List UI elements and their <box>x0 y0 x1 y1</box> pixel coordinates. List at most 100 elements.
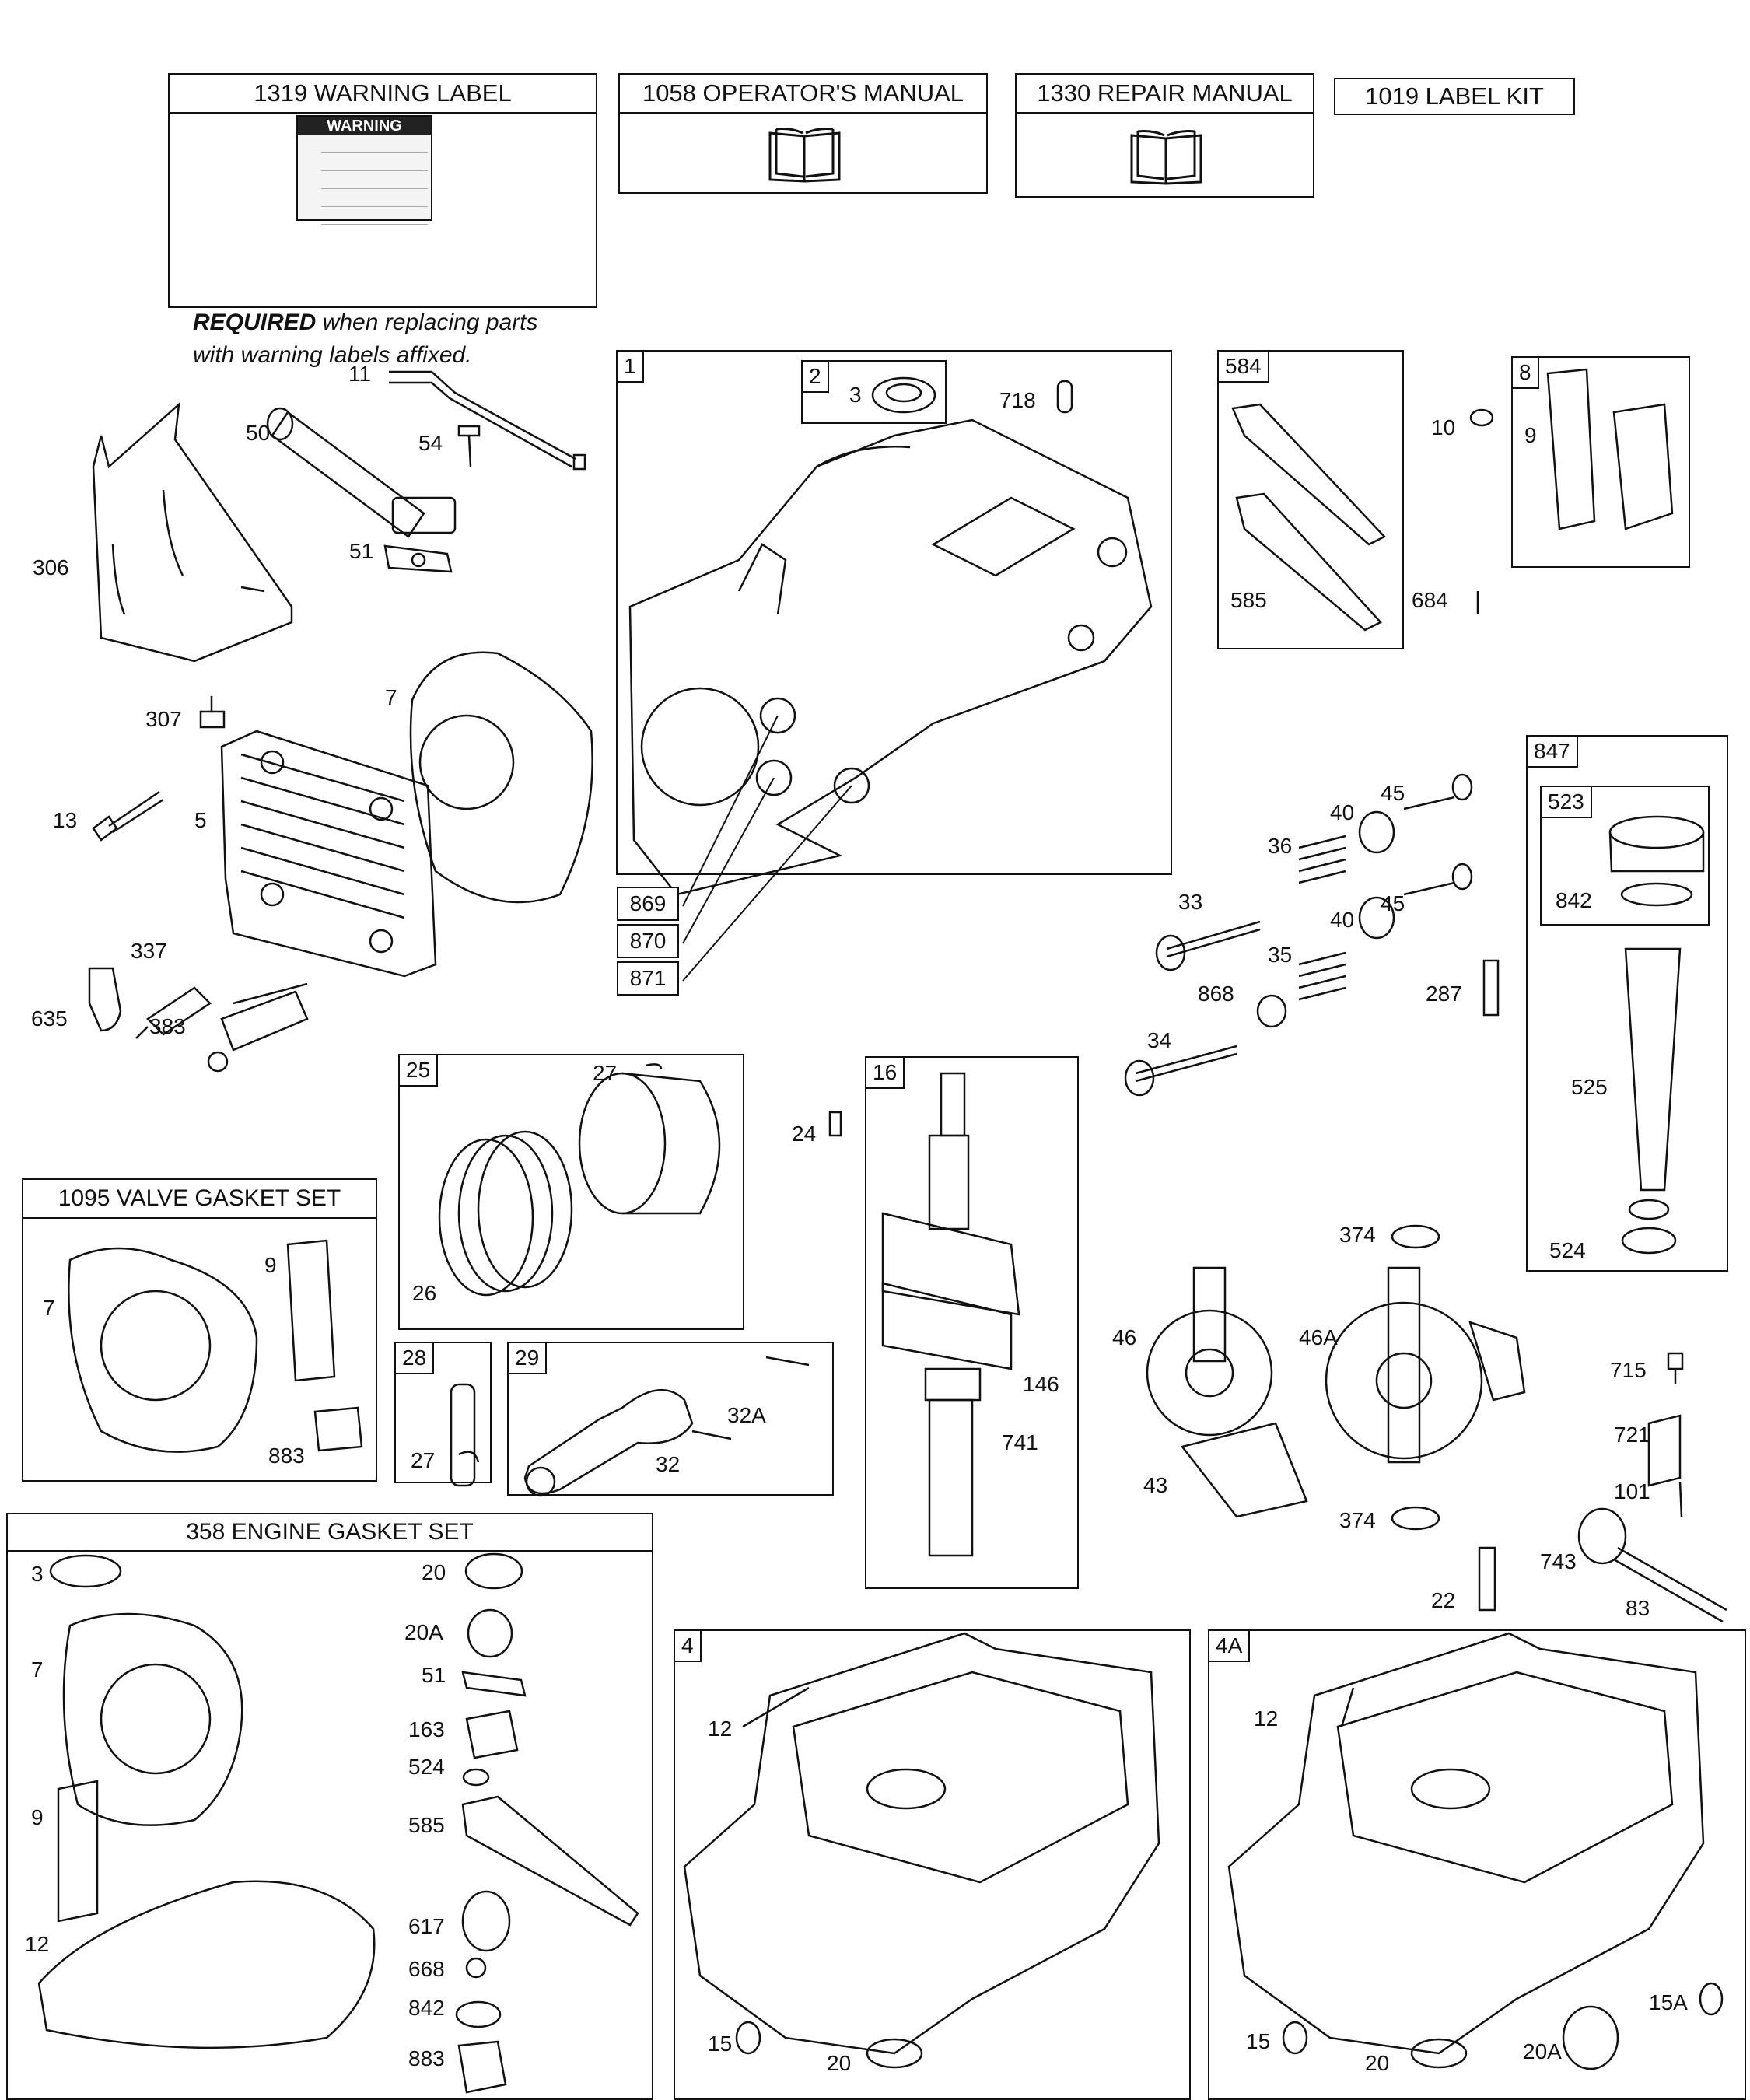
part-label: 883 <box>408 2046 445 2070</box>
part-label: 101 <box>1614 1479 1650 1503</box>
callout-870: 870 <box>617 924 679 958</box>
box-tag-847: 847 <box>1526 735 1578 768</box>
breather-tube-drawing <box>389 370 586 471</box>
part-label: 20 <box>1365 2051 1390 2075</box>
part-label: 585 <box>1230 588 1267 612</box>
heat-shield-drawing <box>92 401 293 663</box>
part-label: 743 <box>1540 1549 1577 1573</box>
governor-parts-drawing <box>1478 1352 1727 1623</box>
warning-note-required: REQUIRED <box>193 310 317 335</box>
box-tag-4a: 4A <box>1208 1629 1251 1662</box>
part-label: 51 <box>349 539 374 563</box>
part-label: 525 <box>1571 1075 1608 1099</box>
part-label: 11 <box>348 362 372 386</box>
part-label: 307 <box>145 707 182 731</box>
part-label: 9 <box>264 1253 277 1277</box>
callout-871: 871 <box>617 961 679 996</box>
part-label: 868 <box>1198 982 1234 1006</box>
part-label: 883 <box>268 1444 305 1468</box>
warning-note-rest: when replacing parts <box>316 310 538 335</box>
part-label: 287 <box>1426 982 1462 1006</box>
part-label: 9 <box>1524 423 1537 447</box>
part-label: 524 <box>1549 1238 1586 1262</box>
label-kit-title: 1019 LABEL KIT <box>1365 82 1544 110</box>
part-label: 668 <box>408 1957 445 1981</box>
sump-4-drawing <box>683 1632 1160 2069</box>
plug-boot-drawing <box>88 967 122 1032</box>
valve-gasket-set-drawing <box>68 1239 363 1453</box>
part-label: 35 <box>1268 943 1293 967</box>
part-label: 684 <box>1412 588 1448 612</box>
part-label: 27 <box>411 1448 436 1472</box>
part-label: 337 <box>131 939 167 963</box>
part-label: 27 <box>593 1061 618 1085</box>
engine-gasket-set-drawing <box>37 1552 639 2094</box>
part-label: 10 <box>1431 415 1456 439</box>
valve-train-drawing <box>1124 773 1500 1097</box>
crankshaft-box: 16 <box>865 1056 1079 1589</box>
part-label: 33 <box>1178 890 1203 914</box>
part-label: 20 <box>422 1560 446 1584</box>
part-label: 46 <box>1112 1325 1137 1349</box>
box-tag-4: 4 <box>674 1629 702 1662</box>
part-label: 12 <box>708 1717 733 1741</box>
valve-gasket-set-title: 1095 VALVE GASKET SET <box>23 1180 376 1219</box>
bolt-13-drawing <box>92 790 164 842</box>
part-label: 32 <box>656 1452 681 1476</box>
crankshaft-drawing <box>881 1072 1020 1557</box>
bolt-307-drawing <box>199 710 226 729</box>
seal-group-box: 2 <box>801 360 947 424</box>
part-label: 842 <box>1556 888 1592 912</box>
connecting-rod-drawing <box>523 1356 810 1497</box>
part-label: 36 <box>1268 834 1293 858</box>
part-label: 40 <box>1330 800 1355 824</box>
piston-pin-drawing <box>450 1383 480 1487</box>
breather-drawing <box>1469 368 1674 614</box>
operators-manual-title: 1058 OPERATOR'S MANUAL <box>620 75 986 114</box>
gasket-51-drawing <box>383 544 453 573</box>
engine-gasket-set-box: 358 ENGINE GASKET SET 3 7 9 12 20 20A 51… <box>6 1513 653 2100</box>
part-label: 721 <box>1614 1423 1650 1447</box>
part-label: 13 <box>53 808 78 832</box>
part-label: 7 <box>31 1657 44 1682</box>
box-tag-8: 8 <box>1511 356 1539 389</box>
part-label: 34 <box>1147 1028 1172 1052</box>
part-label: 3 <box>849 383 862 407</box>
callout-869: 869 <box>617 887 679 921</box>
part-label: 22 <box>1431 1588 1456 1612</box>
box-tag-28: 28 <box>394 1342 435 1374</box>
box-tag-584: 584 <box>1217 350 1269 383</box>
box-tag-29: 29 <box>507 1342 548 1374</box>
box-tag-523: 523 <box>1540 786 1592 818</box>
crankcase-drawing <box>628 418 1153 896</box>
part-label: 12 <box>1254 1706 1279 1731</box>
part-label: 15A <box>1649 1990 1688 2014</box>
part-label: 26 <box>412 1281 437 1305</box>
camshaft-drawing <box>1146 1224 1526 1531</box>
warning-tag: WARNING <box>298 117 431 135</box>
warning-note-line2: with warning labels affixed. <box>193 342 472 368</box>
dipstick-tube-drawing <box>1608 815 1705 1255</box>
part-label: 146 <box>1023 1372 1059 1396</box>
part-label: 718 <box>999 388 1036 412</box>
part-label: 9 <box>31 1805 44 1829</box>
part-label: 20 <box>827 2051 852 2075</box>
part-label: 20A <box>1523 2039 1562 2063</box>
part-label: 15 <box>1246 2029 1271 2053</box>
part-label: 374 <box>1339 1508 1376 1532</box>
part-label: 383 <box>149 1014 186 1038</box>
gasket-584-drawing <box>1231 403 1387 632</box>
warning-label-title: 1319 WARNING LABEL <box>170 75 596 114</box>
part-label: 585 <box>408 1813 445 1837</box>
operators-manual-box: 1058 OPERATOR'S MANUAL <box>618 73 988 194</box>
part-label: 40 <box>1330 908 1355 932</box>
head-gasket-drawing <box>409 651 593 904</box>
book-icon <box>1130 130 1202 185</box>
part-label: 83 <box>1626 1596 1650 1620</box>
part-label: 5 <box>194 808 207 832</box>
part-label: 3 <box>31 1562 44 1586</box>
pin-718-drawing <box>1056 380 1073 414</box>
key-24-drawing <box>828 1111 842 1137</box>
tube-50-drawing <box>266 407 457 538</box>
part-label: 741 <box>1002 1430 1038 1454</box>
